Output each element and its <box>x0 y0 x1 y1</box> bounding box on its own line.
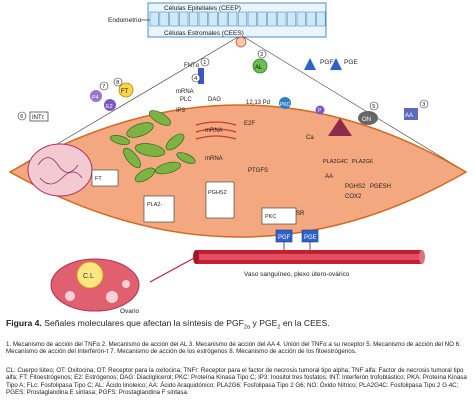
epithelial-cell <box>219 12 228 26</box>
on-label: ON <box>362 117 371 123</box>
number-marker-label-n1: 1 <box>203 60 206 66</box>
epithelial-cell <box>258 12 267 26</box>
mrna-label-1: mRNA <box>176 89 194 95</box>
number-marker-label-n3: 3 <box>422 102 425 108</box>
aa-label: AA <box>325 174 333 180</box>
ovario-label: Ovario <box>120 308 140 315</box>
p4-label: P4 <box>92 95 99 101</box>
center-box: PGHS2 <box>206 182 234 218</box>
ligand-aa-right: AA <box>404 108 418 120</box>
pge-label: PGE <box>344 59 358 66</box>
pkc-node: PKC <box>279 97 291 109</box>
receptor-int: INTτ <box>30 112 48 121</box>
center-box-label: PGHS2 <box>208 190 227 196</box>
pge-output-top: PGE <box>330 58 358 70</box>
number-marker-label-n2: 2 <box>260 52 263 58</box>
ft-box-label: FT <box>95 176 102 182</box>
ca-label: Ca <box>306 135 314 141</box>
epithelial-cell <box>209 12 218 26</box>
epithelial-cell <box>150 12 159 26</box>
plc-label: PLC <box>180 97 192 103</box>
epithelial-cell <box>277 12 286 26</box>
pge-output-box: PGE <box>302 230 318 242</box>
pla2g6-label: PLA2G6 <box>352 159 373 165</box>
pge-box-label: PGE <box>304 235 317 241</box>
pgf-output-box: PGF <box>276 230 292 242</box>
pgf-label: PGF <box>320 59 333 66</box>
ft-box: FT <box>92 170 118 186</box>
epithelial-cell <box>228 12 237 26</box>
epithelial-cell <box>317 12 326 26</box>
pgf-output-top: PGF <box>304 58 333 70</box>
nucleus <box>28 144 92 196</box>
pkc-box-label: PKC <box>265 214 276 220</box>
mrna-label-2: mRNA <box>205 128 223 134</box>
vaso-label: Vaso sanguíneo, plexo útero-ovárico <box>244 271 350 278</box>
pghs2-label: PGHS2 <box>345 184 366 190</box>
epithelial-layer: Células Epiteliales (CEEP) Células Estro… <box>148 3 326 37</box>
number-marker-label-n6: 6 <box>20 114 23 120</box>
epithelial-cell <box>248 12 257 26</box>
zoom-target <box>236 37 246 47</box>
epithelial-cell <box>268 12 277 26</box>
pla-box-label: PLA2- <box>147 202 162 208</box>
fnt-label: FNTα <box>184 63 200 69</box>
ligand-e2: E2 <box>104 99 116 111</box>
ligand-p4: P4 <box>90 90 102 102</box>
al-label: AL <box>255 65 263 71</box>
epithelial-cell <box>287 12 296 26</box>
endometrio-label: Endometrio <box>108 17 142 24</box>
cox2-label: COX2 <box>345 194 362 200</box>
figure-caption-abbreviations: CL: Cuerpo lúteo; OT: Oxitocina; OT: Rec… <box>6 367 468 396</box>
ptgfs-label: PTGFS <box>248 168 268 174</box>
aa2-label: AA <box>405 113 413 119</box>
number-marker-label-n7: 7 <box>102 84 105 90</box>
dag-label: DAG <box>208 97 221 103</box>
epithelial-cell <box>179 12 188 26</box>
receptor-ft: FT <box>119 83 133 97</box>
cees-label: Células Estromales (CEES) <box>164 30 244 37</box>
pla2g4c-label: PLA2G4C <box>323 159 348 165</box>
sp1-label: E2F <box>244 121 255 127</box>
e2-label: E2 <box>106 104 113 110</box>
caption-title-and: y PGE <box>253 318 278 328</box>
pkc-box: PKC <box>262 208 296 224</box>
mil-label: 12,13 Pd <box>246 100 270 106</box>
sr-label: SR <box>296 211 305 217</box>
pkc-label: PKC <box>280 102 291 108</box>
pgf-box-label: PGF <box>278 235 291 241</box>
diagram-figure: Células Epiteliales (CEEP) Células Estro… <box>0 0 474 316</box>
epithelial-cell <box>238 12 247 26</box>
number-marker-label-n5: 5 <box>372 104 375 110</box>
mrna-label-3: mRNA <box>205 156 223 162</box>
blood-vessel: Vaso sanguíneo, plexo útero-ovárico <box>193 250 425 278</box>
caption-bold: Figura 4. <box>6 318 42 328</box>
epithelial-cell <box>199 12 208 26</box>
on-node: ON <box>358 111 378 125</box>
ip3-label: IP3 <box>176 108 186 114</box>
number-marker-label-n8: 8 <box>116 80 119 86</box>
epithelial-cell <box>307 12 316 26</box>
ovary: C.L Ovario <box>51 259 140 315</box>
p-node-1: P <box>316 106 325 115</box>
cl-label: C.L <box>83 273 94 280</box>
pla-box: PLA2- <box>144 196 174 222</box>
figure-caption-notes: 1. Mecanismo de acción del TNFα 2. Mecan… <box>6 341 468 356</box>
epithelial-cell <box>160 12 169 26</box>
caption-title-text: Señales moleculares que afectan la sínte… <box>44 318 244 328</box>
number-marker-label-n4: 4 <box>194 76 197 82</box>
ceep-label: Células Epiteliales (CEEP) <box>164 5 241 12</box>
epithelial-cell <box>189 12 198 26</box>
int-label: INTτ <box>32 115 45 121</box>
pgesh-label: PGESH <box>370 184 391 190</box>
figure-caption-title: Figura 4. Señales moleculares que afecta… <box>6 318 468 331</box>
caption-title-end: en la CEES. <box>283 318 330 328</box>
ft-label: FT <box>121 89 129 95</box>
epithelial-cell <box>170 12 179 26</box>
receptor-al: AL <box>253 59 267 73</box>
vessel-to-ovary <box>150 257 196 282</box>
epithelial-cell <box>297 12 306 26</box>
